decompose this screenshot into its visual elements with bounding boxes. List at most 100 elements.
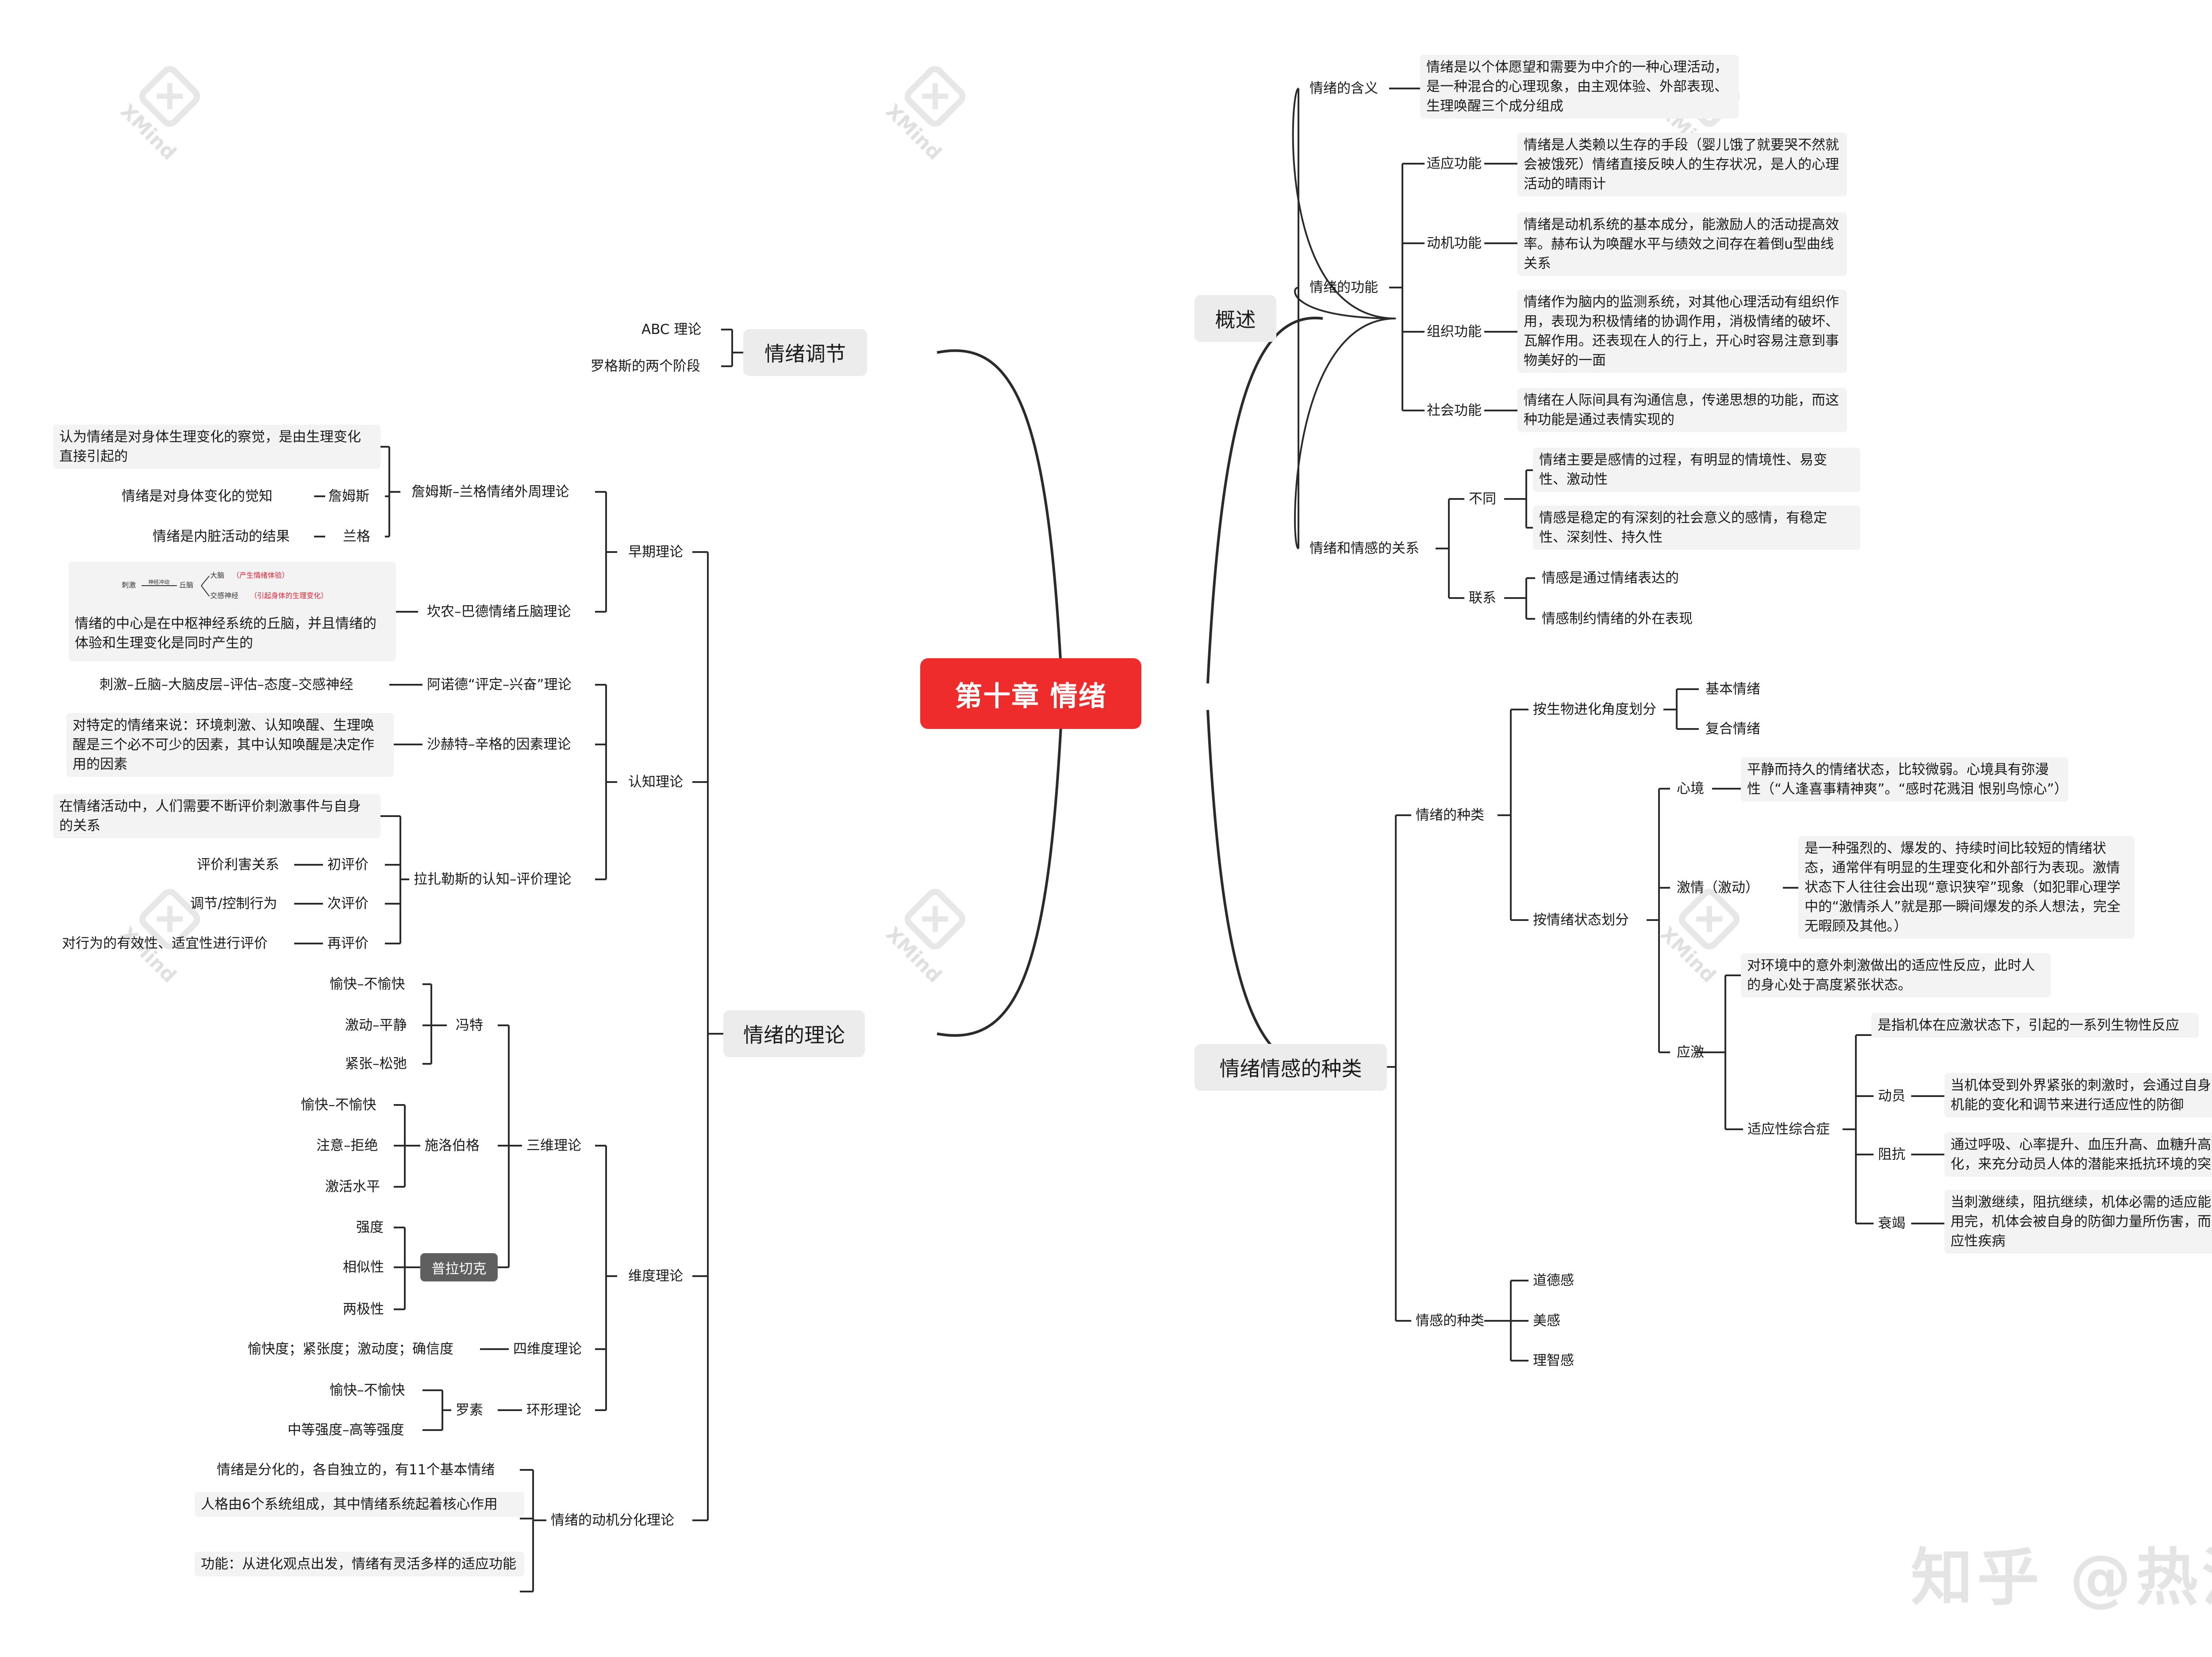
james-row-text-1: 情绪是内脏活动的结果 bbox=[153, 529, 290, 545]
stage-label-2[interactable]: 衰竭 bbox=[1878, 1216, 1905, 1231]
gas-label[interactable]: 适应性综合症 bbox=[1747, 1121, 1830, 1137]
lazarus-row-label-0[interactable]: 初评价 bbox=[327, 857, 369, 873]
function-label-1[interactable]: 动机功能 bbox=[1427, 235, 1482, 251]
sketch-stimulus: 刺激 bbox=[122, 581, 136, 589]
function-text-3: 情绪在人际间具有沟通信息，传递思想的功能，而这种功能是通过表情实现的 bbox=[1517, 388, 1847, 432]
regulation-item-1: 罗格斯的两个阶段 bbox=[591, 358, 700, 374]
stage-text-1: 通过呼吸、心率提升、血压升高、血糖升高等变化，来充分动员人体的潜能来抵抗环境的突… bbox=[1944, 1132, 2212, 1177]
four-text: 愉快度；紧张度；激动度；确信度 bbox=[248, 1341, 453, 1357]
diff-item-0: 情绪主要是感情的过程，有明显的情境性、易变性、激动性 bbox=[1533, 448, 1860, 492]
plutchik-item-2: 两极性 bbox=[343, 1301, 384, 1317]
topic-theory[interactable]: 情绪的理论 bbox=[723, 1010, 865, 1057]
stress-text: 对环境中的意外刺激做出的适应性反应，此时人的身心处于高度紧张状态。 bbox=[1741, 953, 2051, 997]
motivation-label[interactable]: 情绪的动机分化理论 bbox=[551, 1512, 674, 1528]
four-label[interactable]: 四维度理论 bbox=[513, 1341, 582, 1357]
root-topic[interactable]: 第十章 情绪 bbox=[920, 658, 1141, 729]
cannon-box: 刺激 神经冲动 丘脑 大脑 （产生情绪体验） 交感神经 （引起身体的生理变化） … bbox=[69, 562, 396, 661]
russell-item-0: 愉快–不愉快 bbox=[330, 1382, 405, 1398]
stage-label-1[interactable]: 阻抗 bbox=[1878, 1147, 1905, 1162]
james-row-who-0[interactable]: 詹姆斯 bbox=[328, 488, 369, 504]
state-label[interactable]: 按情绪状态划分 bbox=[1533, 912, 1629, 928]
sketch-cortex: 大脑 bbox=[210, 571, 224, 579]
schlosberg-item-1: 注意–拒绝 bbox=[316, 1138, 378, 1154]
sketch-note-1: （产生情绪体验） bbox=[232, 571, 289, 579]
lazarus-text: 在情绪活动中，人们需要不断评价刺激事件与自身的关系 bbox=[53, 794, 380, 838]
stage-text-0: 当机体受到外界紧张的刺激时，会通过自身的生理机能的变化和调节来进行适应性的防御 bbox=[1944, 1073, 2212, 1117]
james-label[interactable]: 詹姆斯–兰格情绪外周理论 bbox=[411, 484, 569, 500]
lazarus-label[interactable]: 拉扎勒斯的认知–评价理论 bbox=[414, 871, 572, 887]
link-item-0: 情感是通过情绪表达的 bbox=[1542, 570, 1679, 586]
arnold-text: 刺激–丘脑–大脑皮层–评估–态度–交感神经 bbox=[100, 677, 353, 693]
function-text-1: 情绪是动机系统的基本成分，能激励人的活动提高效率。赫布认为唤醒水平与绩效之间存在… bbox=[1517, 212, 1847, 276]
cognitive-label[interactable]: 认知理论 bbox=[628, 774, 683, 790]
motivation-item-2: 功能：从进化观点出发，情绪有灵活多样的适应功能 bbox=[195, 1552, 524, 1576]
wundt-item-0: 愉快–不愉快 bbox=[330, 976, 405, 992]
mood-text: 平静而持久的情绪状态，比较微弱。心境具有弥漫性（“人逢喜事精神爽”。“感时花溅泪… bbox=[1741, 757, 2068, 802]
stage-label-0[interactable]: 动员 bbox=[1878, 1088, 1905, 1104]
wundt-label[interactable]: 冯特 bbox=[456, 1017, 483, 1033]
meaning-label[interactable]: 情绪的含义 bbox=[1310, 81, 1378, 96]
lazarus-row-text-1: 调节/控制行为 bbox=[190, 896, 277, 912]
function-label-2[interactable]: 组织功能 bbox=[1427, 324, 1482, 340]
link-label[interactable]: 联系 bbox=[1469, 590, 1496, 606]
russell-item-1: 中等强度–高等强度 bbox=[288, 1422, 404, 1438]
sketch-nerve: 神经冲动 bbox=[148, 579, 169, 585]
emotion-kinds-label[interactable]: 情绪的种类 bbox=[1416, 807, 1484, 823]
feeling-item-0: 道德感 bbox=[1533, 1273, 1574, 1289]
james-row-who-1[interactable]: 兰格 bbox=[343, 529, 370, 545]
evo-item-1: 复合情绪 bbox=[1705, 721, 1760, 737]
sketch-sympathetic: 交感神经 bbox=[210, 591, 238, 600]
schachter-text: 对特定的情绪来说：环境刺激、认知唤醒、生理唤醒是三个必不可少的因素，其中认知唤醒… bbox=[66, 713, 394, 777]
functions-label[interactable]: 情绪的功能 bbox=[1310, 280, 1378, 295]
relation-label[interactable]: 情绪和情感的关系 bbox=[1310, 541, 1419, 556]
motivation-item-0: 情绪是分化的，各自独立的，有11个基本情绪 bbox=[217, 1462, 495, 1478]
diff-item-1: 情感是稳定的有深刻的社会意义的感情，有稳定性、深刻性、持久性 bbox=[1533, 506, 1860, 550]
schlosberg-label[interactable]: 施洛伯格 bbox=[425, 1138, 480, 1154]
cannon-label[interactable]: 坎农–巴德情绪丘脑理论 bbox=[427, 604, 571, 620]
circle-label[interactable]: 环形理论 bbox=[526, 1402, 581, 1418]
james-row-text-0: 情绪是对身体变化的觉知 bbox=[122, 488, 273, 504]
lazarus-row-label-2[interactable]: 再评价 bbox=[327, 936, 369, 951]
diff-label[interactable]: 不同 bbox=[1469, 491, 1496, 507]
evo-label[interactable]: 按生物进化角度划分 bbox=[1533, 702, 1656, 717]
mood-label[interactable]: 心境 bbox=[1677, 781, 1704, 797]
meaning-text: 情绪是以个体愿望和需要为中介的一种心理活动，是一种混合的心理现象，由主观体验、外… bbox=[1420, 55, 1739, 119]
schlosberg-item-2: 激活水平 bbox=[325, 1179, 380, 1195]
plutchik-item-1: 相似性 bbox=[343, 1259, 384, 1275]
three-label[interactable]: 三维理论 bbox=[526, 1138, 581, 1154]
lazarus-row-text-0: 评价利害关系 bbox=[197, 857, 279, 873]
topic-regulation[interactable]: 情绪调节 bbox=[743, 329, 867, 376]
schlosberg-item-0: 愉快–不愉快 bbox=[301, 1097, 376, 1113]
function-text-0: 情绪是人类赖以生存的手段（婴儿饿了就要哭不然就会被饿死）情绪直接反映人的生存状况… bbox=[1517, 133, 1847, 196]
arnold-label[interactable]: 阿诺德“评定–兴奋”理论 bbox=[427, 677, 572, 693]
regulation-item-0: ABC 理论 bbox=[641, 322, 702, 338]
james-text: 认为情绪是对身体生理变化的察觉，是由生理变化直接引起的 bbox=[53, 425, 380, 469]
schachter-label[interactable]: 沙赫特–辛格的因素理论 bbox=[427, 736, 571, 752]
feeling-item-2: 理智感 bbox=[1533, 1353, 1574, 1369]
early-label[interactable]: 早期理论 bbox=[628, 544, 683, 560]
zhihu-signature: 知乎 @热河 bbox=[1911, 1542, 2212, 1614]
lazarus-row-label-1[interactable]: 次评价 bbox=[327, 896, 369, 912]
function-label-3[interactable]: 社会功能 bbox=[1427, 403, 1482, 418]
function-label-0[interactable]: 适应功能 bbox=[1427, 156, 1482, 172]
evo-item-0: 基本情绪 bbox=[1705, 681, 1760, 697]
gas-text: 是指机体在应激状态下，引起的一系列生物性反应 bbox=[1871, 1013, 2199, 1038]
plutchik-item-0: 强度 bbox=[356, 1220, 384, 1235]
passion-text: 是一种强烈的、爆发的、持续时间比较短的情绪状态，通常伴有明显的生理变化和外部行为… bbox=[1798, 836, 2135, 939]
motivation-item-1: 人格由6个系统组成，其中情绪系统起着核心作用 bbox=[195, 1492, 524, 1517]
feeling-kinds-label[interactable]: 情感的种类 bbox=[1416, 1313, 1484, 1329]
plutchik-label[interactable]: 普拉切克 bbox=[420, 1253, 498, 1281]
russell-label[interactable]: 罗素 bbox=[456, 1402, 483, 1418]
stress-label[interactable]: 应激 bbox=[1677, 1044, 1704, 1060]
topic-kinds[interactable]: 情绪情感的种类 bbox=[1194, 1044, 1387, 1091]
wundt-item-2: 紧张–松弛 bbox=[345, 1056, 407, 1072]
sketch-thalamus: 丘脑 bbox=[179, 581, 193, 589]
passion-label[interactable]: 激情（激动） bbox=[1677, 880, 1759, 896]
dimension-label[interactable]: 维度理论 bbox=[628, 1268, 683, 1284]
stage-text-2: 当刺激继续，阻抗继续，机体必需的适应能力已经用完，机体会被自身的防御力量所伤害，… bbox=[1944, 1190, 2212, 1254]
function-text-2: 情绪作为脑内的监测系统，对其他心理活动有组织作用，表现为积极情绪的协调作用，消极… bbox=[1517, 290, 1847, 373]
link-item-1: 情感制约情绪的外在表现 bbox=[1542, 611, 1693, 627]
topic-overview[interactable]: 概述 bbox=[1194, 295, 1276, 342]
wundt-item-1: 激动–平静 bbox=[345, 1017, 407, 1033]
